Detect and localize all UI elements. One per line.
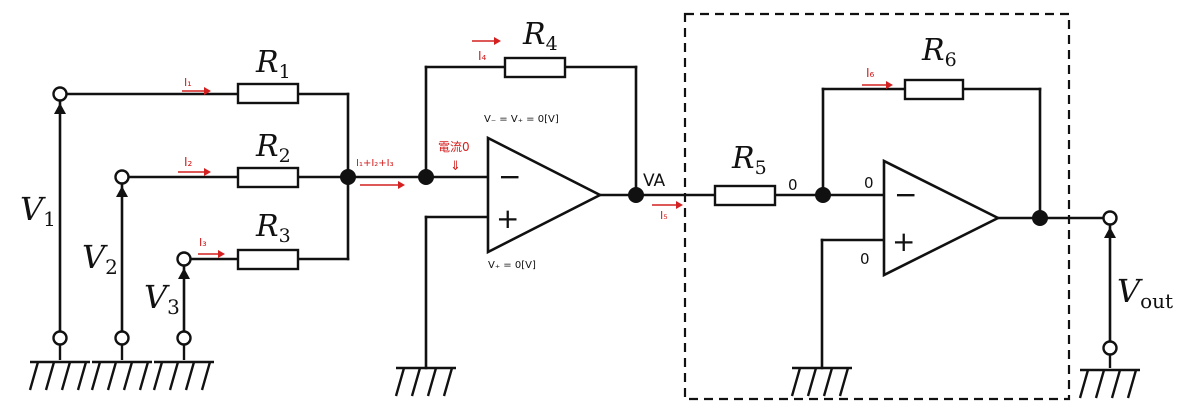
ground-vout: [1078, 355, 1140, 399]
label-r4: R4: [522, 17, 558, 55]
label-node-va: VA: [643, 171, 666, 191]
ground-v3: [152, 345, 214, 391]
annotation-i2: I₂: [184, 155, 193, 169]
v1-top-terminal: [52, 86, 68, 102]
opamp-1: [486, 135, 603, 255]
label-r1: R1: [255, 45, 291, 83]
node-va: [628, 187, 644, 203]
annotation-zero-current-arrow: ⇓: [450, 159, 461, 174]
resistor-r6: [903, 78, 965, 101]
annotation-i3: I₃: [199, 236, 207, 249]
label-zero-r5-node: 0: [788, 176, 798, 194]
opamp1-minus-sign: −: [498, 160, 521, 193]
label-zero-noninverting: 0: [860, 250, 870, 268]
arrow-i4-head: [494, 37, 501, 45]
v2-arrowhead: [116, 186, 128, 197]
v2-bottom-terminal: [114, 330, 130, 346]
label-r6: R6: [921, 33, 957, 71]
label-v3: V3: [144, 278, 180, 319]
v3-arrowhead: [178, 268, 190, 279]
annotation-i4: I₄: [478, 49, 487, 63]
vout-top-terminal: [1102, 210, 1118, 226]
annotation-i5: I₅: [660, 209, 668, 222]
v1-bottom-terminal: [52, 330, 68, 346]
v1-arrowhead: [54, 103, 66, 114]
opamp2-plus-sign: +: [892, 225, 915, 258]
annotation-i6: I₆: [866, 66, 875, 80]
ground-opamp2: [790, 366, 852, 397]
resistor-r3: [236, 248, 300, 271]
v2-top-terminal: [114, 169, 130, 185]
arrow-sum-current-head: [398, 181, 405, 189]
arrow-i1-head: [204, 87, 211, 95]
vout-arrowhead: [1104, 227, 1116, 238]
label-vout: Vout: [1117, 272, 1173, 313]
label-r2: R2: [255, 129, 291, 167]
annotation-i1: I₁: [184, 76, 192, 89]
arrow-i6-head: [886, 81, 893, 89]
label-v1: V1: [20, 190, 56, 231]
opamp2-minus-sign: −: [894, 178, 917, 211]
second-stage-dashed-box: [683, 12, 1071, 401]
label-v2: V2: [82, 238, 118, 279]
label-r3: R3: [255, 209, 291, 247]
annotation-vplus-eq: V₊ = 0[V]: [488, 260, 536, 271]
resistor-r1: [236, 82, 300, 105]
annotation-zero-current: 電流0: [438, 140, 470, 154]
v3-bottom-terminal: [176, 330, 192, 346]
arrow-i5-head: [676, 201, 683, 209]
label-r5: R5: [731, 141, 767, 179]
ground-opamp1: [394, 366, 456, 397]
arrow-i2-head: [204, 168, 211, 176]
junction-node-input: [340, 169, 356, 185]
resistor-r2: [236, 166, 300, 189]
v3-top-terminal: [176, 251, 192, 267]
resistor-r5: [713, 184, 777, 207]
opamp1-plus-sign: +: [496, 202, 519, 235]
vout-bottom-terminal: [1102, 340, 1118, 356]
ground-v1: [28, 345, 90, 391]
ground-v2: [90, 345, 152, 391]
resistor-r4: [503, 56, 567, 79]
arrow-i3-head: [218, 250, 225, 258]
annotation-vminus-eq: V₋ = V₊ = 0[V]: [484, 114, 559, 125]
label-zero-inverting: 0: [864, 174, 874, 192]
annotation-sum-current: I₁+I₂+I₃: [356, 158, 394, 169]
output-node: [1032, 210, 1048, 226]
opamp-2: [882, 158, 1001, 278]
